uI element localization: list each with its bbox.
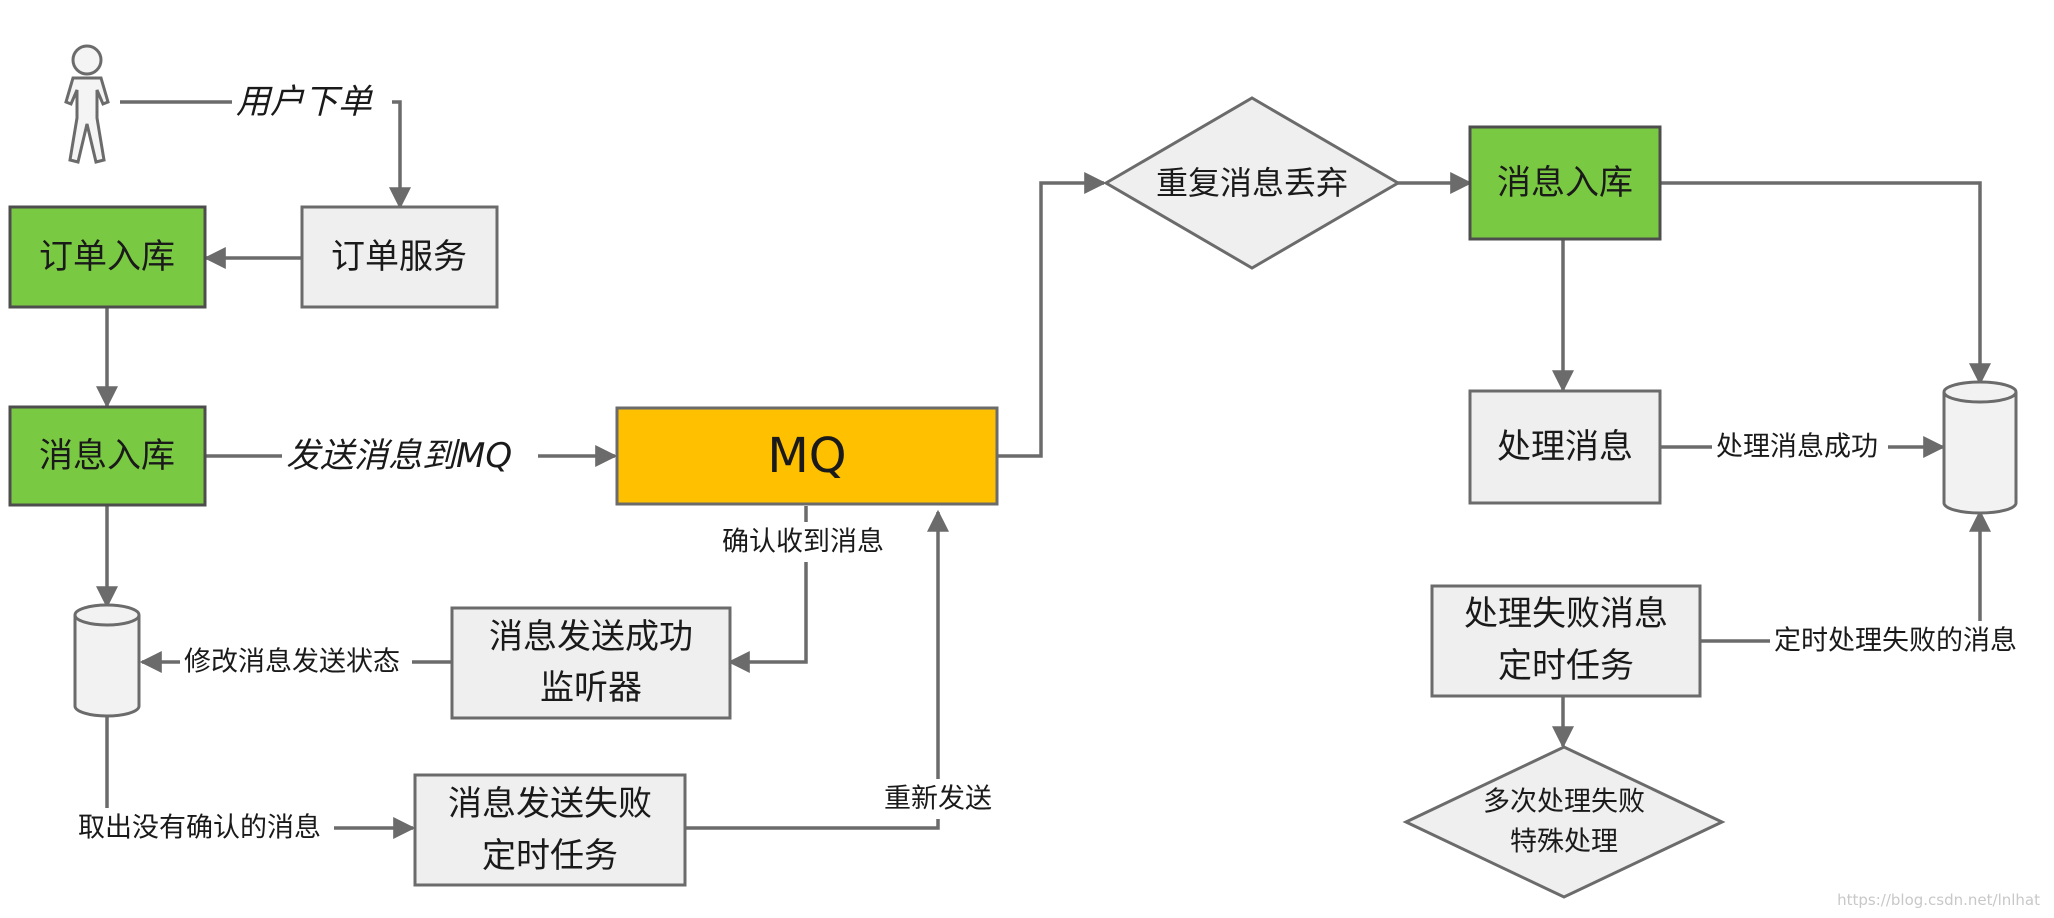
- edge-labels: 用户下单 发送消息到MQ 确认收到消息 修改消息发送状态 取出没有确认的消息 重…: [74, 80, 2030, 848]
- msg-db-left-label: 消息入库: [39, 436, 175, 476]
- node-order-service: 订单服务: [300, 205, 499, 309]
- mq-label: MQ: [767, 428, 846, 484]
- edge-failtask-resend-to-mq: [685, 509, 949, 830]
- edge-label-timed-fail: 定时处理失败的消息: [1774, 626, 2017, 657]
- edge-label-confirm-received: 确认收到消息: [722, 527, 884, 558]
- order-service-label: 订单服务: [331, 237, 467, 277]
- node-msg-db-right: 消息入库: [1468, 125, 1662, 241]
- edge-label-process-success: 处理消息成功: [1716, 432, 1878, 463]
- send-fail-task-line2: 定时任务: [482, 836, 618, 876]
- edge-label-user-order: 用户下单: [236, 82, 373, 122]
- node-mq: MQ: [615, 406, 999, 506]
- dup-discard-label: 重复消息丢弃: [1156, 164, 1348, 202]
- watermark: https://blog.csdn.net/lnlhat: [1837, 891, 2040, 909]
- db-cylinder-left: [73, 603, 141, 718]
- edge-label-resend: 重新发送: [884, 784, 992, 815]
- node-fail-task: 处理失败消息 定时任务: [1430, 584, 1702, 698]
- edge-mq-to-diamond: [998, 172, 1107, 458]
- node-dup-discard: 重复消息丢弃: [1103, 96, 1401, 270]
- listener-label-line2: 监听器: [540, 668, 642, 708]
- multi-fail-line2: 特殊处理: [1510, 827, 1618, 858]
- fail-task-line1: 处理失败消息: [1464, 594, 1668, 634]
- edge-label-fetch-unconfirmed: 取出没有确认的消息: [78, 813, 321, 844]
- multi-fail-line1: 多次处理失败: [1483, 787, 1645, 818]
- node-multi-fail: 多次处理失败 特殊处理: [1402, 745, 1726, 899]
- user-icon: [64, 44, 110, 164]
- node-order-db: 订单入库: [8, 205, 207, 309]
- node-process-msg: 处理消息: [1468, 389, 1662, 505]
- listener-label-line1: 消息发送成功: [489, 617, 693, 657]
- db-cylinder-right: [1942, 380, 2018, 515]
- node-send-fail-task: 消息发送失败 定时任务: [413, 773, 687, 887]
- order-db-label: 订单入库: [39, 237, 175, 277]
- edge-user-to-order-service: [120, 100, 411, 210]
- process-msg-label: 处理消息: [1497, 427, 1633, 467]
- node-msg-db-left: 消息入库: [8, 405, 207, 507]
- edge-label-modify-status: 修改消息发送状态: [184, 647, 400, 678]
- msg-db-right-label: 消息入库: [1497, 163, 1633, 203]
- send-fail-task-line1: 消息发送失败: [448, 784, 652, 824]
- node-send-success-listener: 消息发送成功 监听器: [450, 606, 732, 720]
- edge-label-send-to-mq: 发送消息到MQ: [286, 436, 512, 476]
- fail-task-line2: 定时任务: [1498, 646, 1634, 686]
- edge-msgdb-right-to-db: [1660, 181, 1991, 386]
